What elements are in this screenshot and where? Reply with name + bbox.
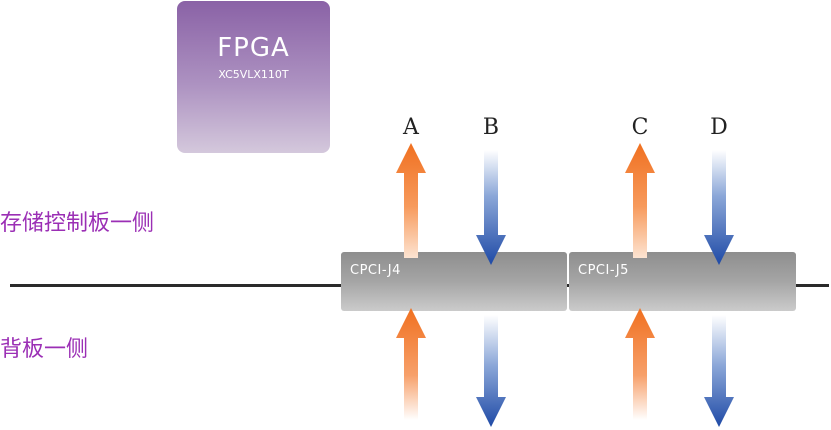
backplane-side-label: 背板一侧 [0, 337, 89, 362]
connector-j5-label: CPCI-J5 [578, 263, 629, 278]
signal-label-d: D [710, 115, 728, 140]
arrow-d-lower [704, 315, 734, 427]
arrow-d-upper [704, 150, 734, 265]
signal-label-c: C [631, 115, 649, 140]
fpga-title: FPGA [217, 33, 290, 63]
arrow-b-lower [476, 315, 506, 427]
arrow-a-upper [396, 143, 426, 258]
fpga-model: XC5VLX110T [218, 68, 289, 81]
arrow-c-lower [625, 308, 655, 420]
signal-label-b: B [482, 115, 500, 140]
arrow-a-lower [396, 308, 426, 420]
fpga-chip: FPGA XC5VLX110T [177, 1, 330, 153]
signal-label-a: A [403, 115, 419, 140]
arrow-b-upper [476, 150, 506, 265]
connector-j4-label: CPCI-J4 [350, 263, 401, 278]
arrow-c-upper [625, 143, 655, 258]
connector-cpci-j5: CPCI-J5 [569, 252, 796, 311]
connector-cpci-j4: CPCI-J4 [341, 252, 567, 311]
storage-board-side-label: 存储控制板一侧 [0, 211, 155, 236]
